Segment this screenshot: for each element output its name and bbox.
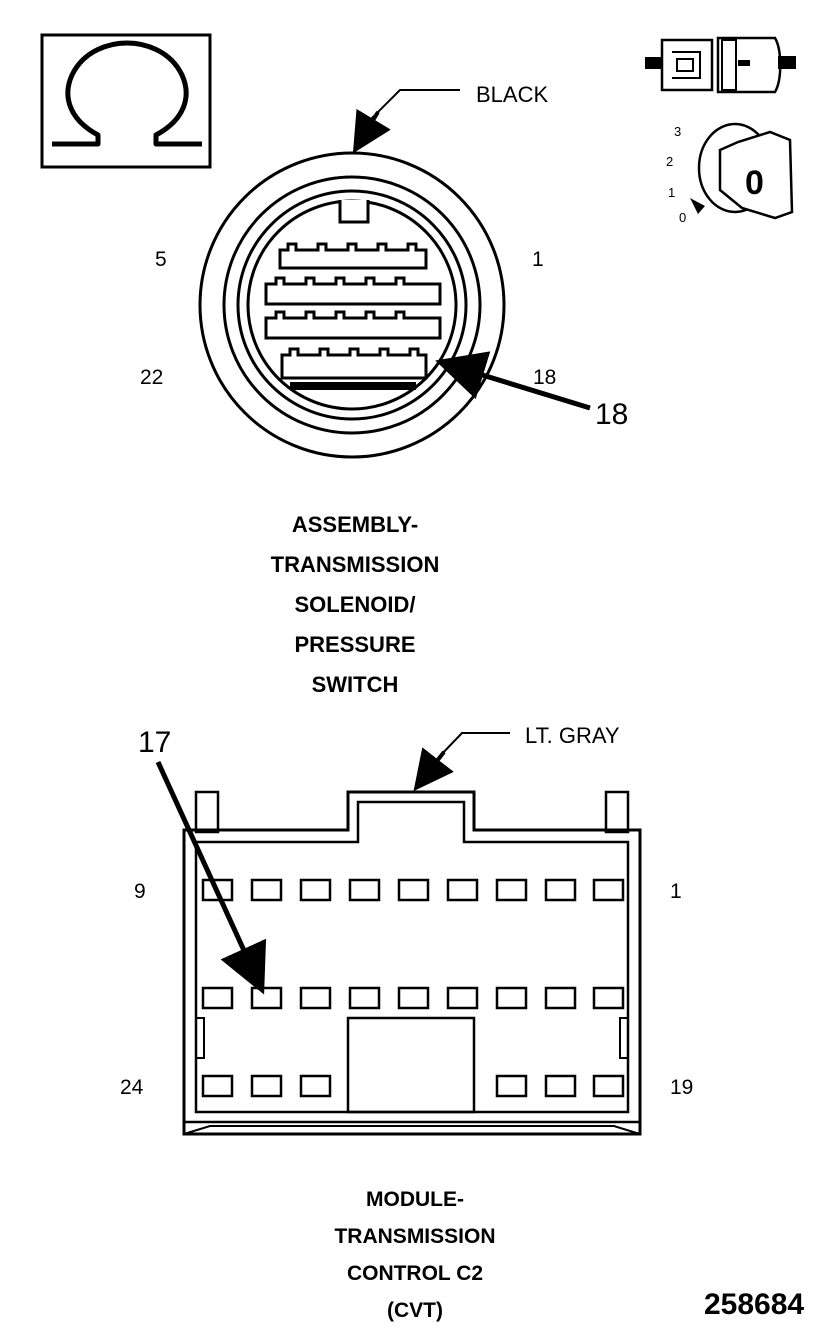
connector-2-pin-19: 19 [670,1076,693,1099]
connector-2-title: MODULE- TRANSMISSION CONTROL C2 (CVT) [334,1188,495,1322]
key-label: 0 [745,164,764,202]
connector-2-callout: 17 [138,726,171,759]
ignition-pos-3: 3 [674,124,681,139]
title-line: CONTROL C2 [347,1262,483,1285]
title-line: TRANSMISSION [271,552,440,577]
title-line: (CVT) [387,1299,443,1322]
connector-2-pin-9: 9 [134,880,146,903]
title-line: SOLENOID/ [294,592,415,617]
connector-icon [645,36,796,94]
connector-2-row-3 [201,1074,625,1098]
connector-2-row-1 [201,878,625,902]
title-line: MODULE- [366,1188,464,1211]
ignition-pos-2: 2 [666,154,673,169]
ignition-pos-0: 0 [679,210,686,225]
connector-1-title: ASSEMBLY- TRANSMISSION SOLENOID/ PRESSUR… [271,512,440,697]
connector-1 [198,89,591,459]
connector-1-pin-22: 22 [140,366,163,389]
ignition-key-icon: 3 2 1 0 0 [666,122,794,225]
connector-1-pin-1: 1 [532,248,544,271]
title-line: PRESSURE [294,632,415,657]
connector-2-row-2 [201,986,625,1010]
connector-1-pin-18: 18 [533,366,556,389]
title-line: ASSEMBLY- [292,512,418,537]
title-line: SWITCH [312,672,399,697]
connector-2-color-label: LT. GRAY [525,723,620,748]
connector-2 [155,732,642,1136]
ignition-pos-1: 1 [668,185,675,200]
figure-number: 258684 [704,1288,804,1321]
connector-1-callout: 18 [595,398,628,431]
title-line: TRANSMISSION [334,1225,495,1248]
connector-1-pin-5: 5 [155,248,167,271]
connector-2-pin-24: 24 [120,1076,144,1099]
connector-2-pin-1: 1 [670,880,682,903]
connector-1-color-label: BLACK [476,82,548,107]
ohm-icon [40,33,212,169]
